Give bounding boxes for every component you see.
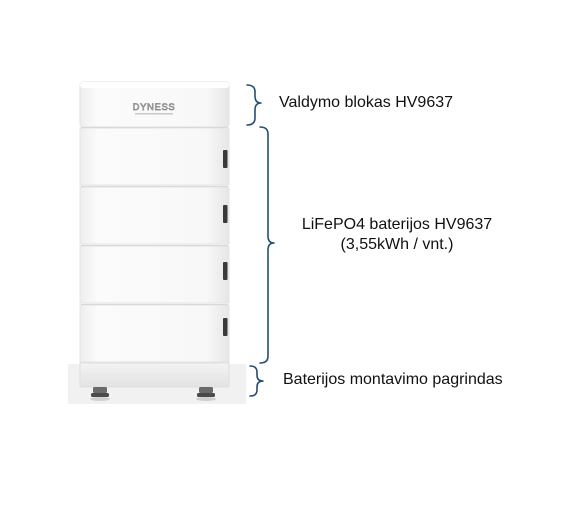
module-connector-icon [223, 318, 228, 336]
battery-module-3 [79, 245, 230, 304]
mounting-base [79, 362, 230, 401]
brand-logo-text: DYNESS [133, 102, 176, 113]
mounting-base-label: Baterijos montavimo pagrindas [283, 371, 503, 388]
battery-modules-label: LiFePO4 baterijos HV9637 (3,55kWh / vnt.… [262, 215, 532, 255]
bracket-mounting-base [249, 365, 264, 397]
battery-modules-label-line2: (3,55kWh / vnt.) [340, 236, 454, 253]
control-unit-label: Valdymo blokas HV9637 [279, 94, 454, 111]
bracket-control-unit [246, 84, 262, 126]
module-seams [81, 126, 228, 306]
battery-modules-label-line1: LiFePO4 baterijos HV9637 [301, 216, 493, 233]
module-connector-icon [223, 205, 228, 223]
module-connector-icon [223, 262, 228, 280]
battery-module-1 [79, 127, 230, 186]
control-unit: DYNESS [79, 81, 230, 128]
leveling-foot-icon [90, 387, 110, 401]
brand-logo: DYNESS [132, 102, 176, 115]
battery-module-4 [79, 304, 230, 363]
module-connector-icon [223, 150, 228, 168]
battery-module-2 [79, 186, 230, 245]
leveling-foot-icon [196, 387, 216, 401]
bracket-battery-modules [259, 126, 275, 364]
